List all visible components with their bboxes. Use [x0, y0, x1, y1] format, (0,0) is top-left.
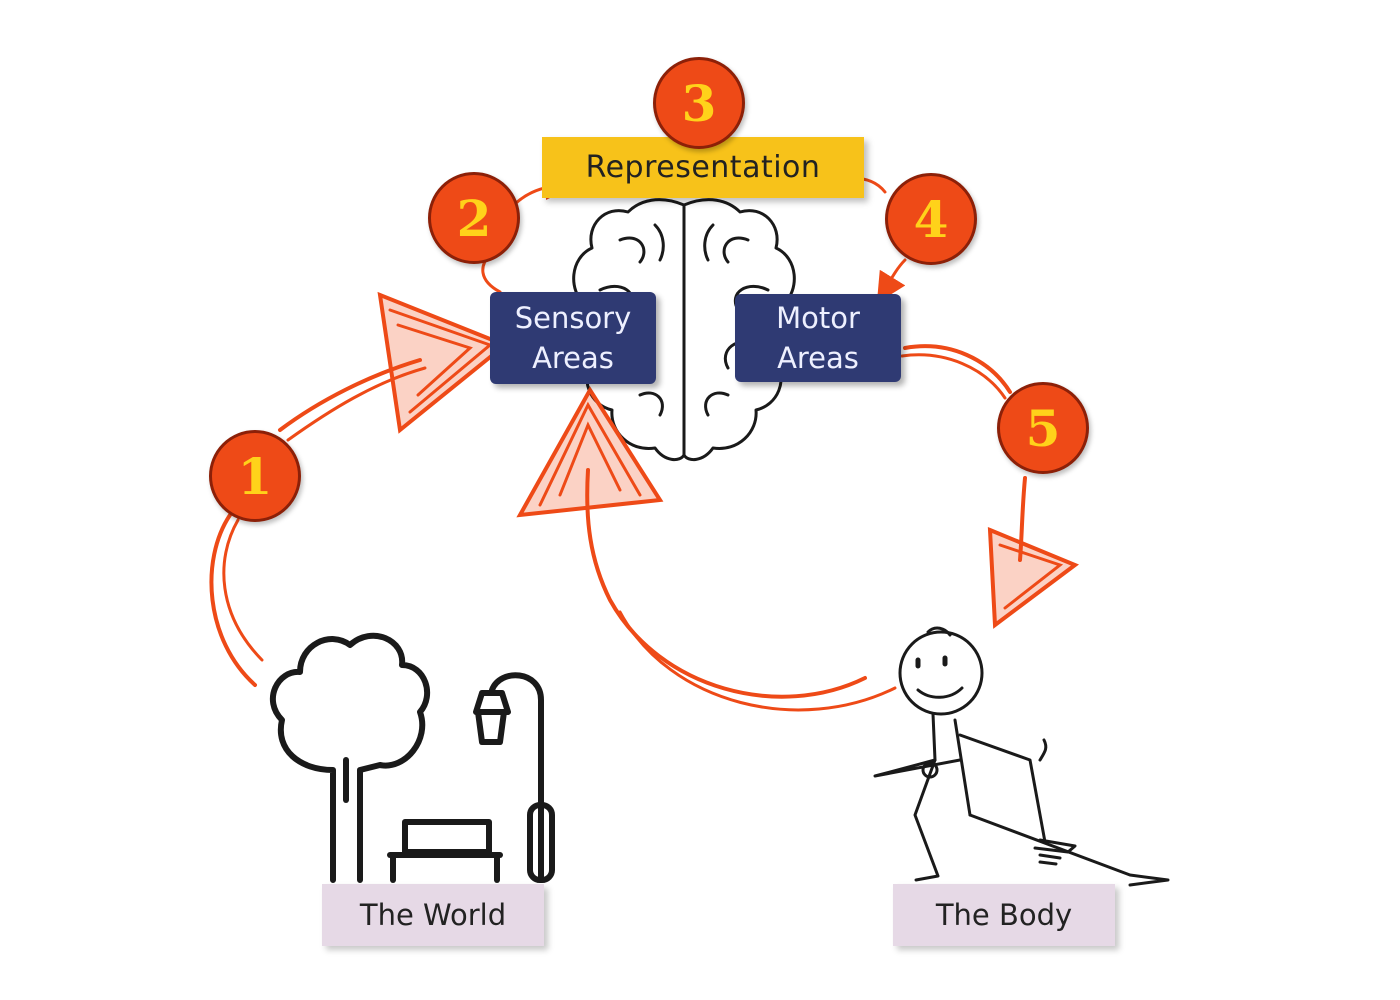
stick-figure-icon: [873, 626, 1170, 887]
motor-label-line1: Motor: [776, 301, 860, 335]
body-label: The Body: [893, 884, 1115, 946]
sensory-label-line1: Sensory: [514, 301, 632, 335]
step-badge-5: 5: [997, 382, 1089, 474]
step-badge-3: 3: [653, 57, 745, 149]
sensory-areas-box: Sensory Areas: [490, 292, 656, 384]
step-badge-4: 4: [885, 173, 977, 265]
arrow-world-to-sensory: [209, 291, 509, 687]
brain-icon: [572, 198, 796, 462]
motor-label-line2: Areas: [777, 341, 859, 375]
world-label: The World: [322, 884, 544, 946]
street-lamp-icon: [473, 672, 555, 883]
motor-areas-box: Motor Areas: [735, 294, 901, 382]
arrow-motor-to-body: [900, 344, 1080, 629]
bench-icon: [387, 819, 503, 883]
step-badge-2: 2: [428, 172, 520, 264]
arrow-body-to-sensory: [516, 386, 897, 712]
tree-icon: [269, 632, 431, 883]
sensory-label-line2: Areas: [532, 341, 614, 375]
step-badge-1: 1: [209, 430, 301, 522]
